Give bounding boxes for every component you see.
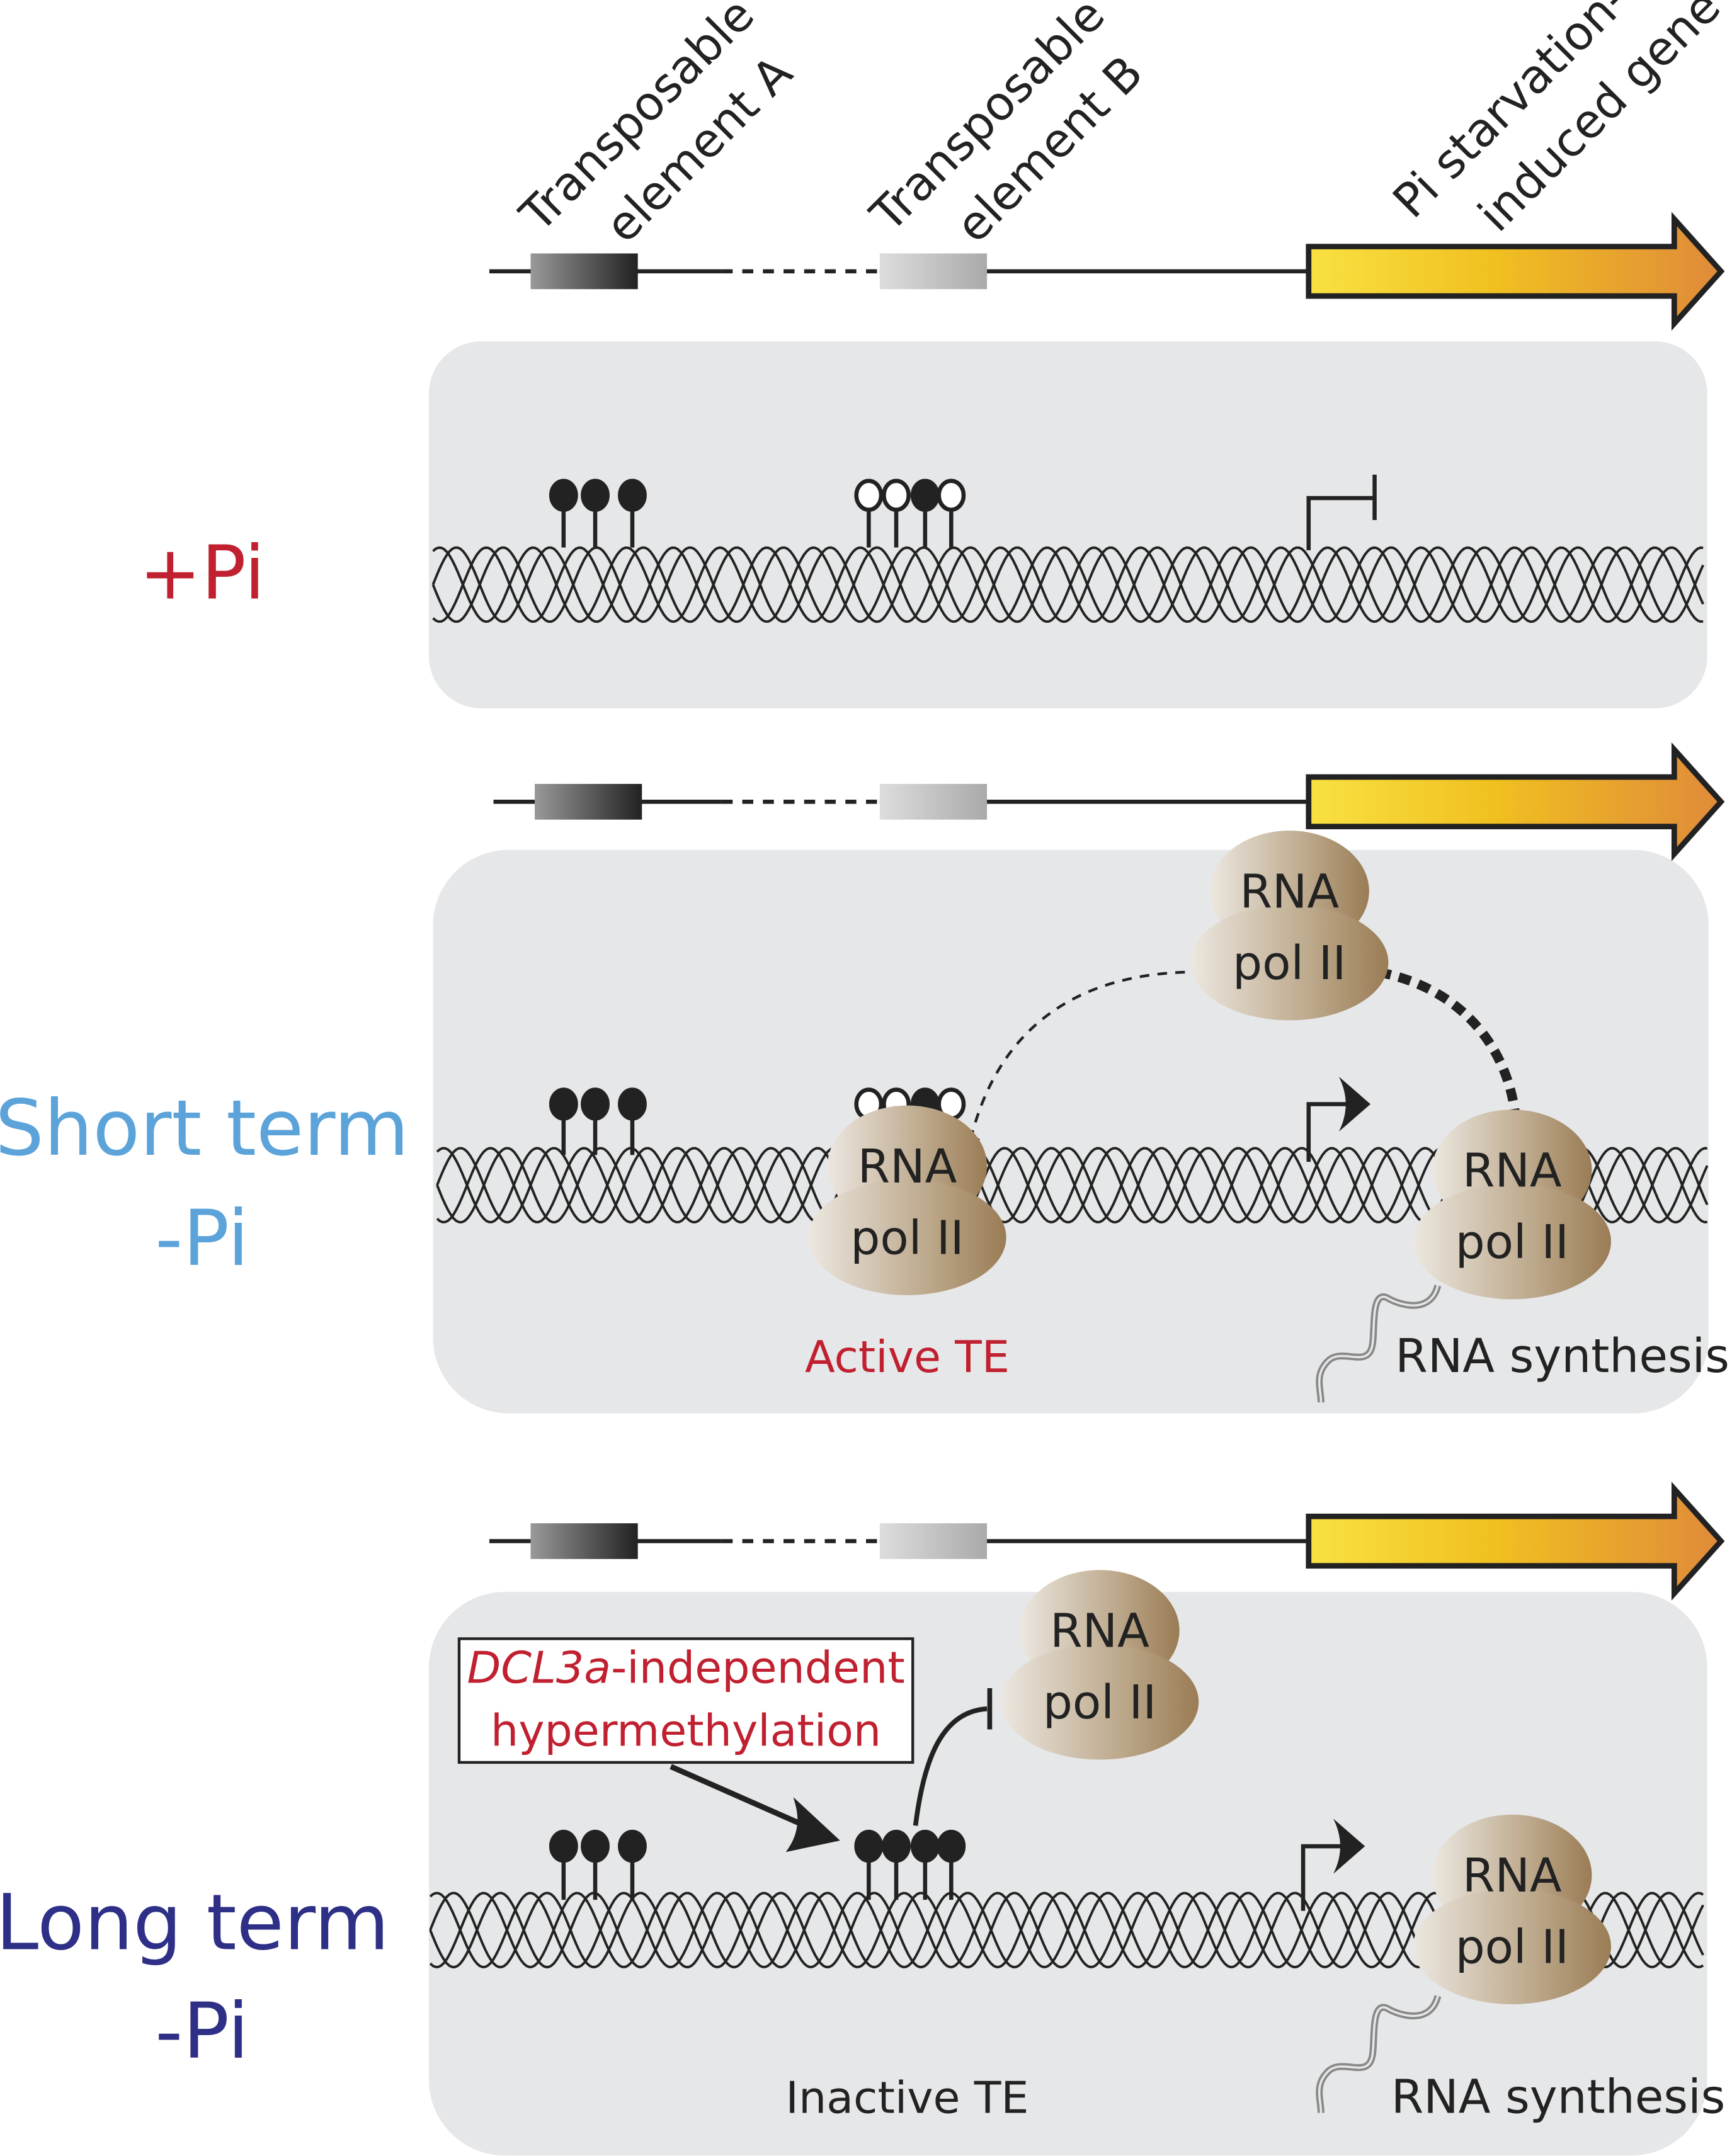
te-a-block [530, 1523, 638, 1559]
hypermethylation-arrow [669, 1764, 812, 1831]
methylated-cytosine-icon [581, 479, 610, 548]
rna-synthesis-label-2: RNA synthesis [1391, 2070, 1726, 2124]
methylated-cytosine-icon [581, 1829, 610, 1900]
te-b-block [879, 783, 988, 820]
inactive-te-label: Inactive TE [785, 2072, 1028, 2123]
rna-pol-ii-at-gene-long-term: RNA pol II [1413, 1814, 1611, 2005]
rna-synthesis-label-1: RNA synthesis [1395, 1329, 1729, 1383]
rna-pol-label: RNA [1239, 865, 1339, 919]
gene-arrow [1306, 1482, 1725, 1601]
dcl3a-gene-name: DCL3a [467, 1642, 611, 1693]
active-promoter-arrow-icon [1306, 1076, 1370, 1162]
methylated-cytosine-icon [549, 1087, 578, 1155]
rna-pol-label: RNA [1462, 1849, 1562, 1903]
methylated-cytosine-icon [618, 1087, 647, 1155]
condition-short-term-pi: -Pi [155, 1194, 249, 1283]
gene-map-3 [489, 1482, 1725, 1601]
methylated-cytosine-icon [549, 1829, 578, 1900]
dna-helix-plus-pi [431, 546, 1704, 623]
rna-pol-ii-free-short-term: RNA pol II [1190, 831, 1389, 1021]
active-te-label: Active TE [805, 1332, 1010, 1383]
rna-pol-label: RNA [858, 1140, 957, 1194]
gene-map-2 [493, 742, 1725, 861]
te-b-block [879, 1523, 988, 1559]
pol-ii-label: pol II [1456, 1921, 1569, 1975]
rna-pol-ii-free-long-term: RNA pol II [1000, 1570, 1199, 1760]
rna-transcript-icon [1316, 1284, 1442, 1403]
gene-arrow [1306, 742, 1725, 861]
dcl3a-independent: -independent [611, 1642, 905, 1693]
methylated-cytosine-icon [854, 1829, 884, 1900]
condition-long-term-pi: -Pi [155, 1987, 249, 2076]
condition-plus-pi: +Pi [139, 530, 265, 616]
rna-transcript-icon [1316, 1995, 1442, 2113]
methylated-cytosine-icon [618, 479, 647, 548]
methylated-cytosine-icon [581, 1087, 610, 1155]
svg-text:DCL3a-independent: DCL3a-independent [467, 1642, 904, 1693]
panel-short-term [433, 849, 1709, 1414]
methylated-cytosine-icon [882, 1829, 911, 1900]
condition-short-term: Short term [0, 1084, 409, 1173]
methylated-cytosine-icon [549, 479, 578, 548]
rna-pol-ii-at-te: RNA pol II [808, 1105, 1006, 1295]
unmethylated-cytosine-icon [882, 479, 911, 548]
panel-plus-pi [428, 341, 1707, 708]
methylated-cytosine-icon [937, 1829, 966, 1900]
pol-ii-label: pol II [850, 1211, 964, 1265]
repressed-promoter-icon [1306, 474, 1377, 550]
inhibition-arrow [913, 1706, 988, 1826]
rna-pol-label: RNA [1462, 1143, 1562, 1198]
rna-pol-label: RNA [1050, 1604, 1149, 1659]
rna-pol-ii-at-gene-short-term: RNA pol II [1413, 1109, 1611, 1300]
hypermethylation-label: hypermethylation [491, 1706, 881, 1757]
methylated-cytosine-icon [910, 1829, 940, 1900]
pol-ii-label: pol II [1456, 1215, 1569, 1269]
pol-ii-label: pol II [1233, 936, 1346, 990]
methylated-cytosine-icon [618, 1829, 647, 1900]
te-b-block [879, 253, 988, 290]
te-a-block [530, 253, 638, 290]
dcl3a-box: DCL3a-independent hypermethylation [457, 1637, 914, 1764]
strong-recruitment-arrow [1377, 967, 1521, 1125]
gene-arrow [1306, 212, 1725, 331]
gene-map-1 [489, 212, 1725, 331]
unmethylated-cytosine-icon [854, 479, 884, 548]
unmethylated-cytosine-icon [937, 479, 966, 548]
te-a-block [535, 783, 642, 820]
active-promoter-arrow-icon [1301, 1818, 1365, 1911]
condition-long-term: Long term [0, 1878, 389, 1968]
pol-ii-label: pol II [1043, 1676, 1156, 1730]
